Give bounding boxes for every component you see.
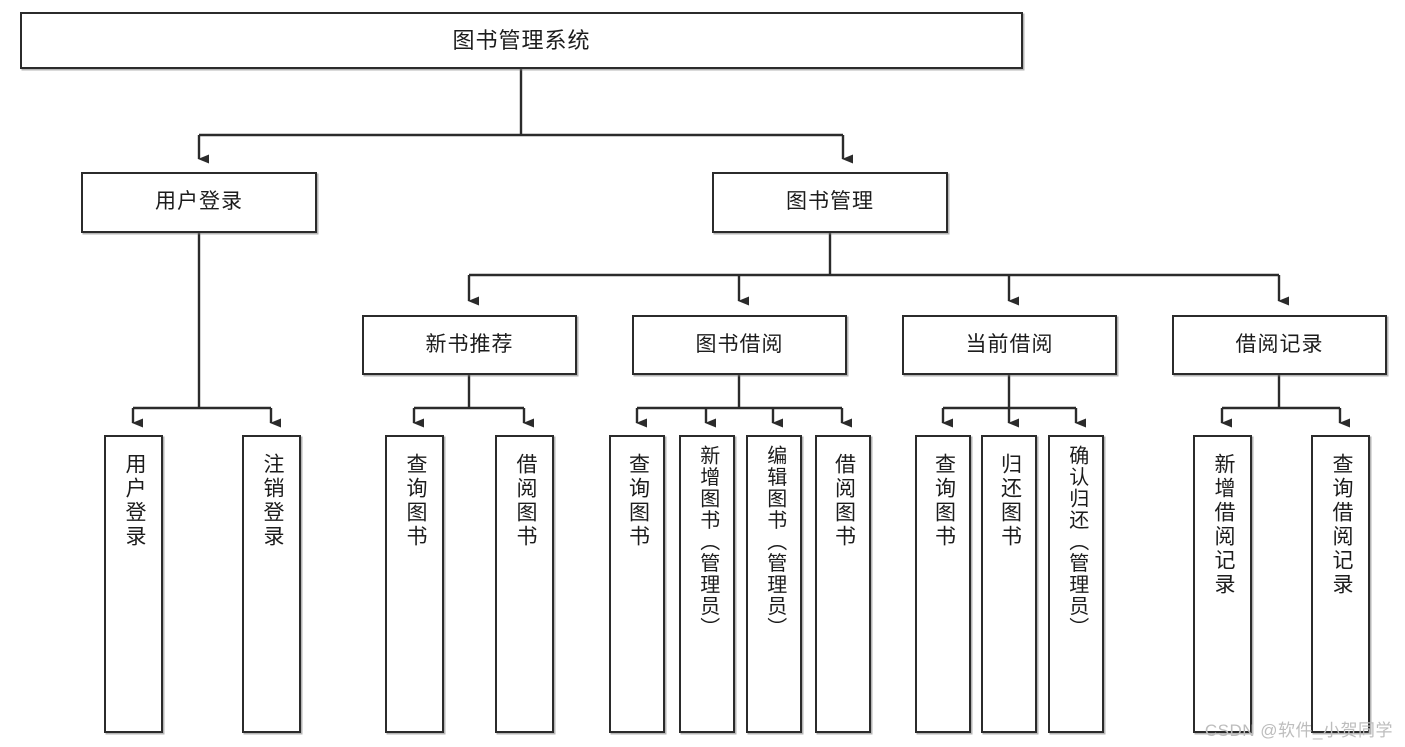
node-current-borrow[interactable]: 当前借阅 (902, 315, 1117, 375)
node-label: 用户登录 (122, 453, 146, 549)
node-label: 查询图书 (626, 453, 650, 549)
node-label: 编辑图书（管理员） (763, 445, 786, 639)
node-label: 注销登录 (260, 453, 284, 549)
leaf-query-book-current[interactable]: 查询图书 (915, 435, 971, 733)
node-label: 新增图书（管理员） (696, 445, 719, 639)
node-label: 新增借阅记录 (1211, 453, 1235, 597)
leaf-edit-book-admin[interactable]: 编辑图书（管理员） (746, 435, 802, 733)
leaf-query-book-borrow[interactable]: 查询图书 (609, 435, 665, 733)
node-label: 借阅图书 (513, 453, 537, 549)
node-new-book-recommend[interactable]: 新书推荐 (362, 315, 577, 375)
node-root-book-management-system[interactable]: 图书管理系统 (20, 12, 1023, 69)
node-user-login[interactable]: 用户登录 (81, 172, 317, 233)
node-label: 借阅记录 (1235, 332, 1324, 356)
node-label: 借阅图书 (832, 453, 856, 549)
node-label: 图书管理系统 (452, 27, 591, 53)
leaf-borrow-book[interactable]: 借阅图书 (815, 435, 871, 733)
node-label: 归还图书 (998, 453, 1022, 549)
leaf-add-borrow-record[interactable]: 新增借阅记录 (1193, 435, 1252, 733)
leaf-query-borrow-record[interactable]: 查询借阅记录 (1311, 435, 1370, 733)
leaf-borrow-book-recommend[interactable]: 借阅图书 (495, 435, 554, 733)
node-borrow-record[interactable]: 借阅记录 (1172, 315, 1387, 375)
node-label: 新书推荐 (425, 332, 514, 356)
node-book-borrow[interactable]: 图书借阅 (632, 315, 847, 375)
node-label: 图书借阅 (695, 332, 784, 356)
node-label: 用户登录 (155, 190, 243, 214)
node-label: 当前借阅 (965, 332, 1054, 356)
leaf-confirm-return-admin[interactable]: 确认归还（管理员） (1048, 435, 1104, 733)
watermark-text: CSDN @软件_小贺同学 (1204, 721, 1393, 740)
node-book-management[interactable]: 图书管理 (712, 172, 948, 233)
leaf-user-login[interactable]: 用户登录 (104, 435, 163, 733)
node-label: 查询图书 (932, 453, 956, 549)
leaf-query-book-recommend[interactable]: 查询图书 (385, 435, 444, 733)
leaf-add-book-admin[interactable]: 新增图书（管理员） (679, 435, 735, 733)
leaf-logout[interactable]: 注销登录 (242, 435, 301, 733)
node-label: 查询图书 (403, 453, 427, 549)
leaf-return-book[interactable]: 归还图书 (981, 435, 1037, 733)
node-label: 图书管理 (786, 190, 874, 214)
node-label: 确认归还（管理员） (1065, 445, 1088, 639)
node-label: 查询借阅记录 (1329, 453, 1353, 597)
